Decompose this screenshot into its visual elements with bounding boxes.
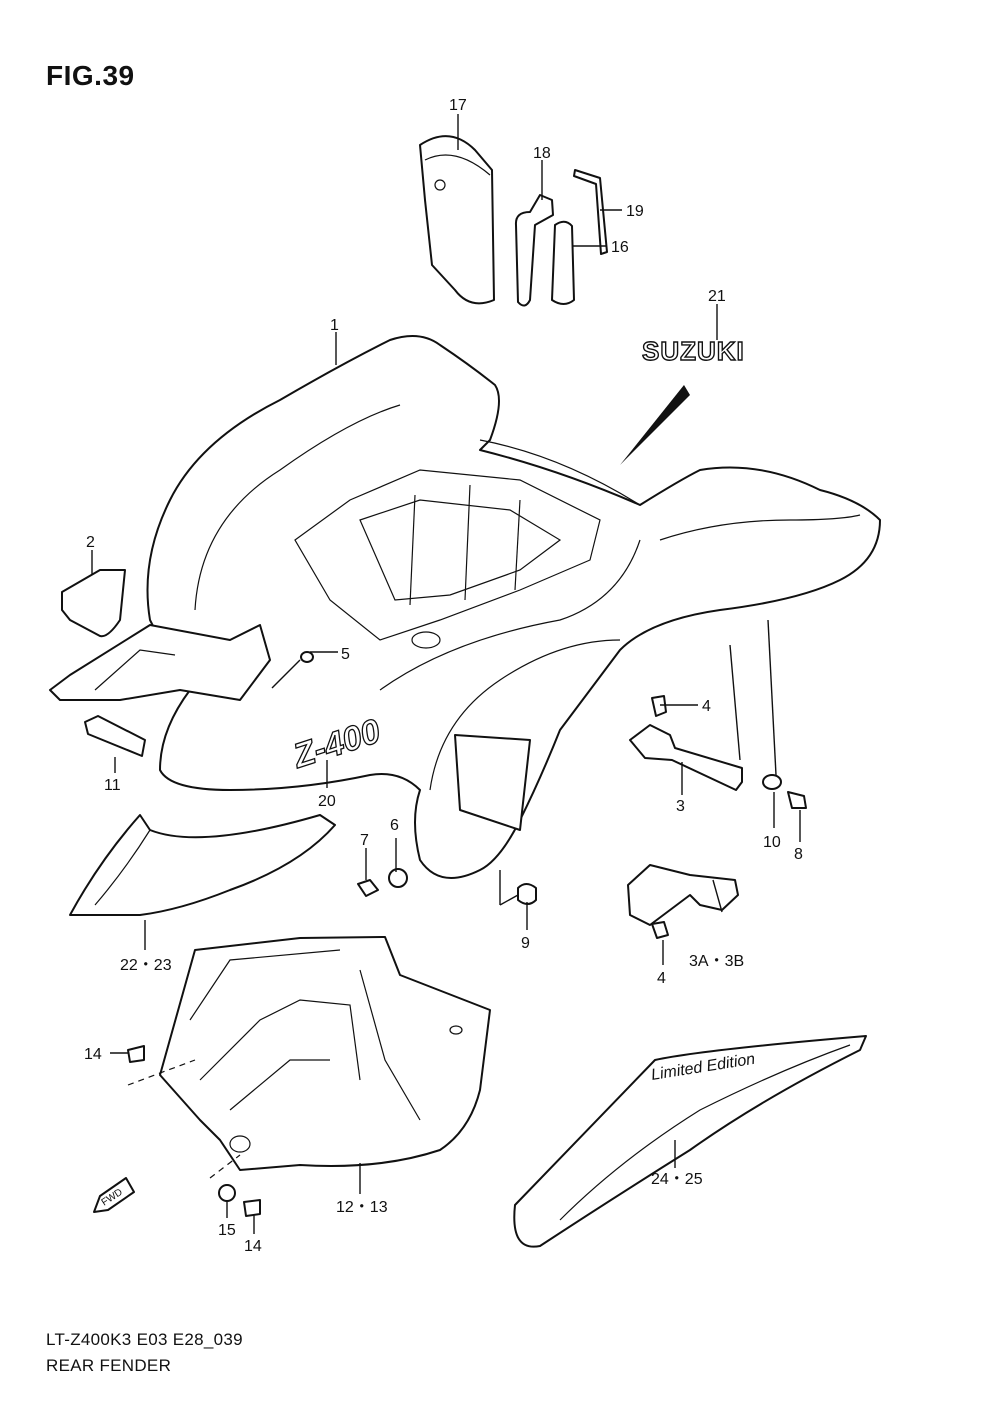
- part-6-grommet: [388, 868, 408, 888]
- part-12-13-inner-guard: [159, 936, 491, 1171]
- part-8-bolt: [787, 791, 807, 809]
- left-flap-bracket: [49, 624, 271, 701]
- callout-8: 8: [794, 846, 803, 863]
- callout-14-upper: 14: [84, 1046, 102, 1063]
- callout-2: 2: [86, 534, 95, 551]
- part-17-tool-bag: [419, 135, 495, 305]
- callout-5: 5: [341, 646, 350, 663]
- model-code: LT-Z400K3 E03 E28_039: [46, 1330, 243, 1349]
- callout-4-upper: 4: [702, 698, 711, 715]
- callout-7: 7: [360, 832, 369, 849]
- part-14-screw-lower: [243, 1199, 261, 1217]
- part-22-23-mud-flap: [69, 814, 336, 916]
- part-16-sleeve: [551, 220, 575, 305]
- callout-1: 1: [330, 317, 339, 334]
- callout-11: 11: [104, 777, 121, 794]
- decal-placement-arrow: [620, 385, 690, 465]
- part-24-25-side-panel: Limited Edition: [513, 1035, 867, 1248]
- callout-22-23: 22・23: [120, 957, 172, 974]
- fwd-arrow-icon: FWD: [93, 1177, 135, 1213]
- part-7-screw: [357, 879, 379, 897]
- callout-17: 17: [449, 97, 467, 114]
- part-9-nut: [517, 883, 537, 905]
- callout-15: 15: [218, 1222, 236, 1239]
- part-1-rear-fender: [146, 335, 881, 879]
- callout-9: 9: [521, 935, 530, 952]
- part-4-bolt-lower: [651, 921, 669, 939]
- callout-20: 20: [318, 793, 336, 810]
- part-11-cushion: [84, 715, 146, 757]
- callout-10: 10: [763, 834, 781, 851]
- callout-19: 19: [626, 203, 644, 220]
- suzuki-decal-text: SUZUKI: [642, 336, 745, 366]
- callout-3a-3b: 3A・3B: [689, 953, 744, 970]
- part-15-washer: [218, 1184, 236, 1202]
- figure-title: FIG.39: [46, 60, 135, 91]
- callout-4-lower: 4: [657, 970, 666, 987]
- part-18-spanner: [514, 194, 554, 307]
- callout-3: 3: [676, 798, 685, 815]
- part-3a-3b-bracket: [627, 864, 739, 926]
- part-21-brand-decal: SUZUKI: [641, 335, 745, 366]
- callout-16: 16: [611, 239, 629, 256]
- part-4-bolt-upper: [651, 695, 667, 717]
- callouts: 17 18 19 16 21 1 2 5 4 3 11 20 10 8 7 6 …: [84, 97, 803, 1255]
- part-19-hex-key: [573, 169, 608, 255]
- callout-14-lower: 14: [244, 1238, 262, 1255]
- leader-lines: [91, 114, 801, 1234]
- callout-24-25: 24・25: [651, 1171, 703, 1188]
- callout-21: 21: [708, 288, 726, 305]
- part-14-screw-upper: [127, 1045, 145, 1063]
- callout-18: 18: [533, 145, 551, 162]
- part-3-bracket: [629, 724, 743, 791]
- callout-12-13: 12・13: [336, 1199, 388, 1216]
- part-5-clip: [300, 651, 314, 663]
- part-10-washer: [762, 774, 782, 790]
- section-name: REAR FENDER: [46, 1356, 172, 1375]
- callout-6: 6: [390, 817, 399, 834]
- part-2-pad: [61, 569, 126, 638]
